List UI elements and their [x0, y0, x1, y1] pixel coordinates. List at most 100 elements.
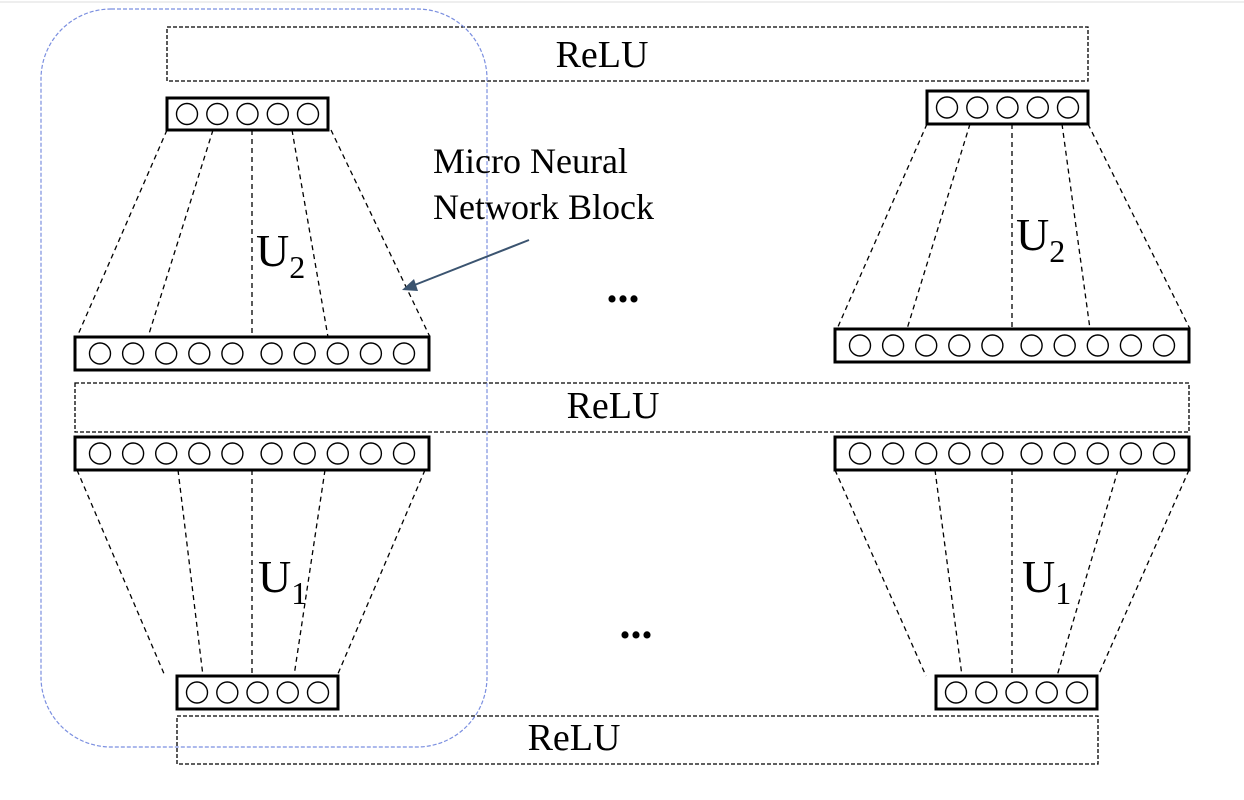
neuron-node: [1026, 96, 1050, 119]
neuron-node: [881, 334, 905, 357]
weight-label-upper-right: U2: [1016, 209, 1065, 269]
connection-line: [293, 469, 326, 677]
neuron-node: [981, 442, 1004, 465]
neuron-node: [206, 102, 229, 126]
micro-block-label-line1: Micro Neural: [433, 141, 628, 181]
connection-line: [834, 469, 927, 677]
weight-letter: U: [1022, 551, 1055, 602]
neuron-node: [1086, 334, 1110, 357]
relu-layer-bottom: ReLU: [176, 715, 1099, 765]
neuron-node: [935, 96, 959, 119]
neuron-node: [1035, 681, 1059, 704]
relu-label-top: ReLU: [556, 34, 649, 76]
neuron-node: [221, 342, 244, 365]
neuron-node: [216, 681, 239, 704]
ellipsis-upper: ...: [607, 263, 640, 312]
neuron-node: [948, 442, 971, 465]
neuron-layer-lower-right-bottom: [934, 674, 1099, 711]
neuron-node: [246, 681, 269, 704]
neuron-node: [276, 681, 299, 704]
weight-subscript: 2: [289, 249, 305, 285]
neuron-node: [221, 442, 244, 465]
micro-block-label-line2-text: Network Block: [433, 187, 654, 227]
connection-line: [1097, 469, 1190, 677]
svg-text:U1: U1: [258, 551, 307, 611]
micro-block-highlight: [40, 8, 488, 748]
connection-line: [76, 469, 166, 677]
connection-line: [1061, 123, 1091, 330]
neuron-node: [996, 96, 1019, 119]
ellipsis-lower: ...: [620, 599, 653, 648]
weight-subscript: 2: [1049, 233, 1065, 269]
neuron-layers: [73, 89, 1191, 711]
neuron-layer-lower-left-wide: [73, 435, 431, 472]
neuron-node: [306, 681, 330, 704]
neuron-node: [296, 102, 320, 126]
neuron-node: [175, 102, 199, 126]
neuron-node: [260, 442, 283, 465]
neuron-node: [392, 442, 416, 465]
neuron-node: [915, 334, 938, 357]
connection-line: [1087, 123, 1191, 330]
connection-line: [177, 469, 204, 677]
neuron-node: [1005, 681, 1028, 704]
neuron-node: [121, 442, 145, 465]
neuron-node: [1086, 442, 1110, 465]
neuron-node: [1020, 334, 1043, 357]
neuron-node: [326, 342, 349, 365]
neuron-node: [1119, 442, 1143, 465]
neuron-node: [188, 442, 211, 465]
neuron-node: [1119, 334, 1143, 357]
neuron-layer-lower-right-wide: [833, 435, 1191, 472]
neuron-node: [848, 334, 872, 357]
neuron-node: [1065, 681, 1089, 704]
svg-text:U1: U1: [1022, 551, 1071, 611]
neuron-node: [848, 442, 872, 465]
neuron-layer-upper-right-wide: [833, 327, 1191, 364]
micro-block-label-line2: Network Block: [433, 187, 654, 227]
neuron-node: [981, 334, 1004, 357]
neuron-layer-upper-right-top: [925, 89, 1090, 126]
connection-line: [1056, 469, 1119, 677]
neuron-node: [185, 681, 209, 704]
callout-arrow: [402, 239, 530, 291]
weight-label-lower-left: U1: [258, 551, 307, 611]
neuron-node: [915, 442, 938, 465]
neuron-node: [975, 681, 998, 704]
weight-subscript: 1: [1055, 575, 1071, 611]
relu-layer-middle: ReLU: [74, 382, 1190, 433]
neuron-node: [359, 342, 383, 365]
connection-lines: [76, 123, 1191, 677]
neuron-node: [1020, 442, 1043, 465]
weight-label-lower-right: U1: [1022, 551, 1071, 611]
connection-line: [836, 123, 928, 330]
neuron-node: [236, 102, 259, 126]
weight-subscript: 1: [291, 575, 307, 611]
connection-line: [147, 129, 214, 338]
weight-letter: U: [258, 551, 291, 602]
neuron-node: [154, 442, 178, 465]
weight-letter: U: [1016, 209, 1049, 260]
connection-line: [76, 129, 168, 338]
relu-label-bottom: ReLU: [528, 717, 621, 759]
connection-line: [906, 123, 971, 330]
neuron-node: [188, 342, 211, 365]
svg-text:U2: U2: [1016, 209, 1065, 269]
neuron-node: [881, 442, 905, 465]
neuron-node: [88, 342, 112, 365]
connection-line: [291, 129, 329, 338]
connection-line: [336, 469, 426, 677]
weight-label-upper-left: U2: [256, 225, 305, 285]
neuron-node: [1053, 334, 1076, 357]
neuron-node: [260, 342, 283, 365]
neuron-layer-upper-left-top: [165, 96, 330, 132]
connection-line: [330, 129, 431, 338]
neuron-layer-lower-left-bottom: [175, 674, 340, 711]
neuron-node: [1152, 334, 1176, 357]
connection-line: [934, 469, 963, 677]
neuron-node: [1053, 442, 1076, 465]
neuron-node: [326, 442, 349, 465]
neuron-node: [1056, 96, 1080, 119]
neuron-node: [966, 96, 989, 119]
weight-letter: U: [256, 225, 289, 276]
